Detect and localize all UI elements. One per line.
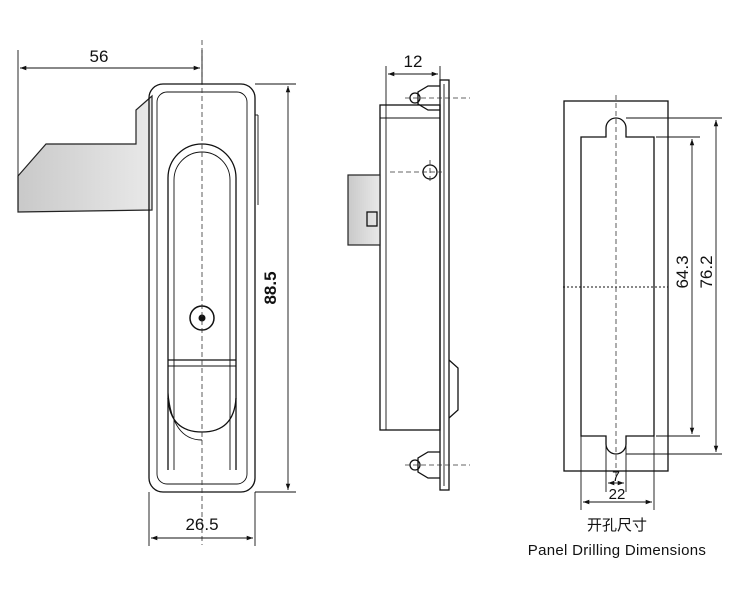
panel-cutout-view: 64.3 76.2 7 22 [563, 95, 722, 510]
dim-56-label: 56 [90, 47, 109, 66]
front-view: 56 88.5 26.5 [17, 40, 296, 546]
side-view: 12 [347, 52, 470, 491]
caption-chinese: 开孔尺寸 [587, 516, 647, 534]
side-faceplate [439, 79, 450, 491]
caption-english: Panel Drilling Dimensions [528, 542, 706, 559]
handle-lever [17, 94, 153, 213]
dim-88-5-label: 88.5 [261, 271, 280, 304]
dim-76-2-label: 76.2 [697, 255, 716, 288]
dim-64-3-label: 64.3 [673, 255, 692, 288]
bottom-screw [405, 451, 470, 479]
dim-12-label: 12 [404, 52, 423, 71]
mid-screw [390, 160, 442, 184]
side-cam [347, 174, 381, 246]
dim-22-label: 22 [609, 486, 626, 503]
cutout-opening [580, 117, 655, 455]
side-housing [379, 104, 441, 431]
dim-26-5-label: 26.5 [185, 515, 218, 534]
dim-7-label: 7 [612, 468, 620, 484]
top-screw [405, 85, 470, 111]
